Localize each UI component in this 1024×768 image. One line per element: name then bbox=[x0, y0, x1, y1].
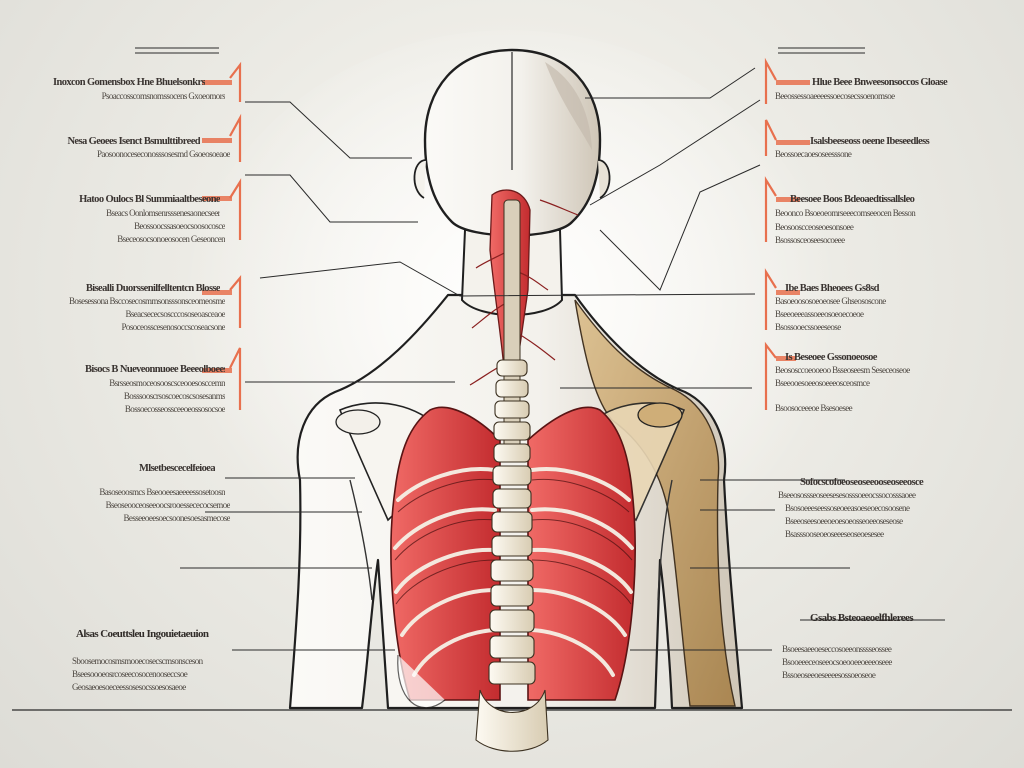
label-line: Bsrsseosmoceosooscsceooesosccemn bbox=[109, 379, 225, 388]
label-line: Bsosoeeeseessoseoeeasoeseoecosoosene bbox=[785, 504, 910, 513]
label-line: Beososccoeooeoo Bsseoseesm Seseceoseoe bbox=[775, 366, 910, 375]
label-title: Ibe Baes Bheoees Gs8sd bbox=[785, 284, 879, 294]
label-line: Sboosemocosmsmooecosecscmsonsceson bbox=[72, 657, 203, 666]
label-line: Bsooeeeceoseeocsoeooeeoeeeoseee bbox=[782, 658, 892, 667]
label-line: Posoceosscesenosoccscoseacsone bbox=[121, 323, 225, 332]
label-line: Beossoocssasoeocsoosocosce bbox=[134, 222, 225, 231]
label-line: Bossoecosseossceeoeossosocsoe bbox=[124, 405, 225, 414]
label-line: Basoseoosmcs Bseooeesaeeeessosetoosn bbox=[99, 488, 225, 497]
label-title: Isalsbeeseoss oeene Ibeseedless bbox=[810, 137, 930, 147]
label-title: Hatoo Oulocs Bl Summiaaltbeseone bbox=[79, 195, 220, 205]
label-line: Beoonco Bsoeoeomrseeecomseeocen Besson bbox=[775, 209, 916, 218]
label-title: Inoxcon Gomensbox Hne Bhuelsonkrs bbox=[52, 78, 205, 88]
label-line: Paosoonoceseconosssosesmd Gsoeosoeaoe bbox=[96, 150, 230, 159]
label-line: Bsoeesaeeoeseccosoeeonsssseossee bbox=[782, 645, 892, 654]
label-line: Bseeoseesoeeoeoesoeosseoeeoseseose bbox=[785, 517, 903, 526]
label-line: Bsossosceoseesocoeee bbox=[775, 236, 845, 245]
label-line: Psoaccosscomsnomssocens Gxoeomors bbox=[101, 92, 225, 101]
label-line: Bseeoeeeassoeeosoeoecoeoe bbox=[775, 310, 864, 319]
label-title: Alsas Coeuttsleu Ingouietaeuion bbox=[76, 629, 209, 640]
label-line: Beeossessoaeeeessoecosecssoenomsoe bbox=[775, 92, 895, 101]
label-line: Bseesoooeosrcoseecosocenooseccsoe bbox=[72, 670, 188, 679]
label-line: Bseeooesoeeosoeeeosceosmce bbox=[775, 379, 870, 388]
leader-lines bbox=[135, 47, 945, 651]
label-title: Mlsetbescecelfeioea bbox=[138, 464, 215, 474]
label-line: Bsossooecssoeeseose bbox=[775, 323, 841, 332]
label-title: Bisocs B Nueveonnuoee Beeeolboeess bbox=[85, 365, 225, 375]
label-line: Geosaeoesoeceessosesocssoesosaeoe bbox=[72, 683, 186, 692]
head bbox=[413, 48, 611, 237]
marker-dots bbox=[202, 80, 810, 373]
label-line: Beosooscceoseoesonsoee bbox=[775, 223, 854, 232]
rib-cage bbox=[390, 406, 636, 709]
label-line: Besseeoeesoecsoonesoesasmecose bbox=[123, 514, 230, 523]
label-line: Bsasssooseoeoseeeseoseoesesee bbox=[785, 530, 884, 539]
label-title: Nesa Geoees Isenct Bsmulttibreed bbox=[67, 137, 200, 147]
label-line: Bosssooscrsoscoecoscsosesanms bbox=[123, 392, 225, 401]
label-title: Gsabs Bsteoaeoelfhlerees bbox=[810, 613, 914, 624]
label-title: Sofocscofoeoseoseeooseoseeosce bbox=[800, 478, 924, 488]
spine bbox=[475, 199, 549, 752]
label-line: Beossoecaoesoseesssone bbox=[775, 150, 852, 159]
label-line: Bsoosoceeeoe Bsesoesee bbox=[775, 404, 853, 413]
label-line: Basoeoososoeoeosee Ghseososcone bbox=[775, 297, 886, 306]
label-title: Is Beseoee Gssonoeosoe bbox=[785, 353, 877, 363]
label-title: Hlue Beee Bnweesonsoccos Gloase bbox=[812, 78, 948, 88]
label-line: Bseoseooceoseeoocsrooessececocsemoe bbox=[105, 501, 230, 510]
label-line: Bosesessona Bsccosecosmmsonsssonsceomeos… bbox=[68, 297, 225, 306]
label-line: Bssoeoseeoeseeeesossoeoseoe bbox=[782, 671, 876, 680]
label-title: Bisealli Duorssenilfelltentcn Blosse bbox=[85, 284, 220, 294]
label-line: Bseceosocsonoeosocen Geseoncen bbox=[117, 235, 225, 244]
marker-brackets bbox=[229, 57, 777, 410]
label-line: Bseacsececsoscccososeoasceaoe bbox=[125, 310, 225, 319]
label-line: Bseeosossseoseesesesosssoeeocssocosssaoe… bbox=[778, 491, 916, 500]
label-title: Beesoee Boos Bdeoaedtissallsleo bbox=[790, 195, 915, 205]
label-line: Bseacs Oonlomsenrsssenesaonecseer bbox=[106, 209, 220, 218]
